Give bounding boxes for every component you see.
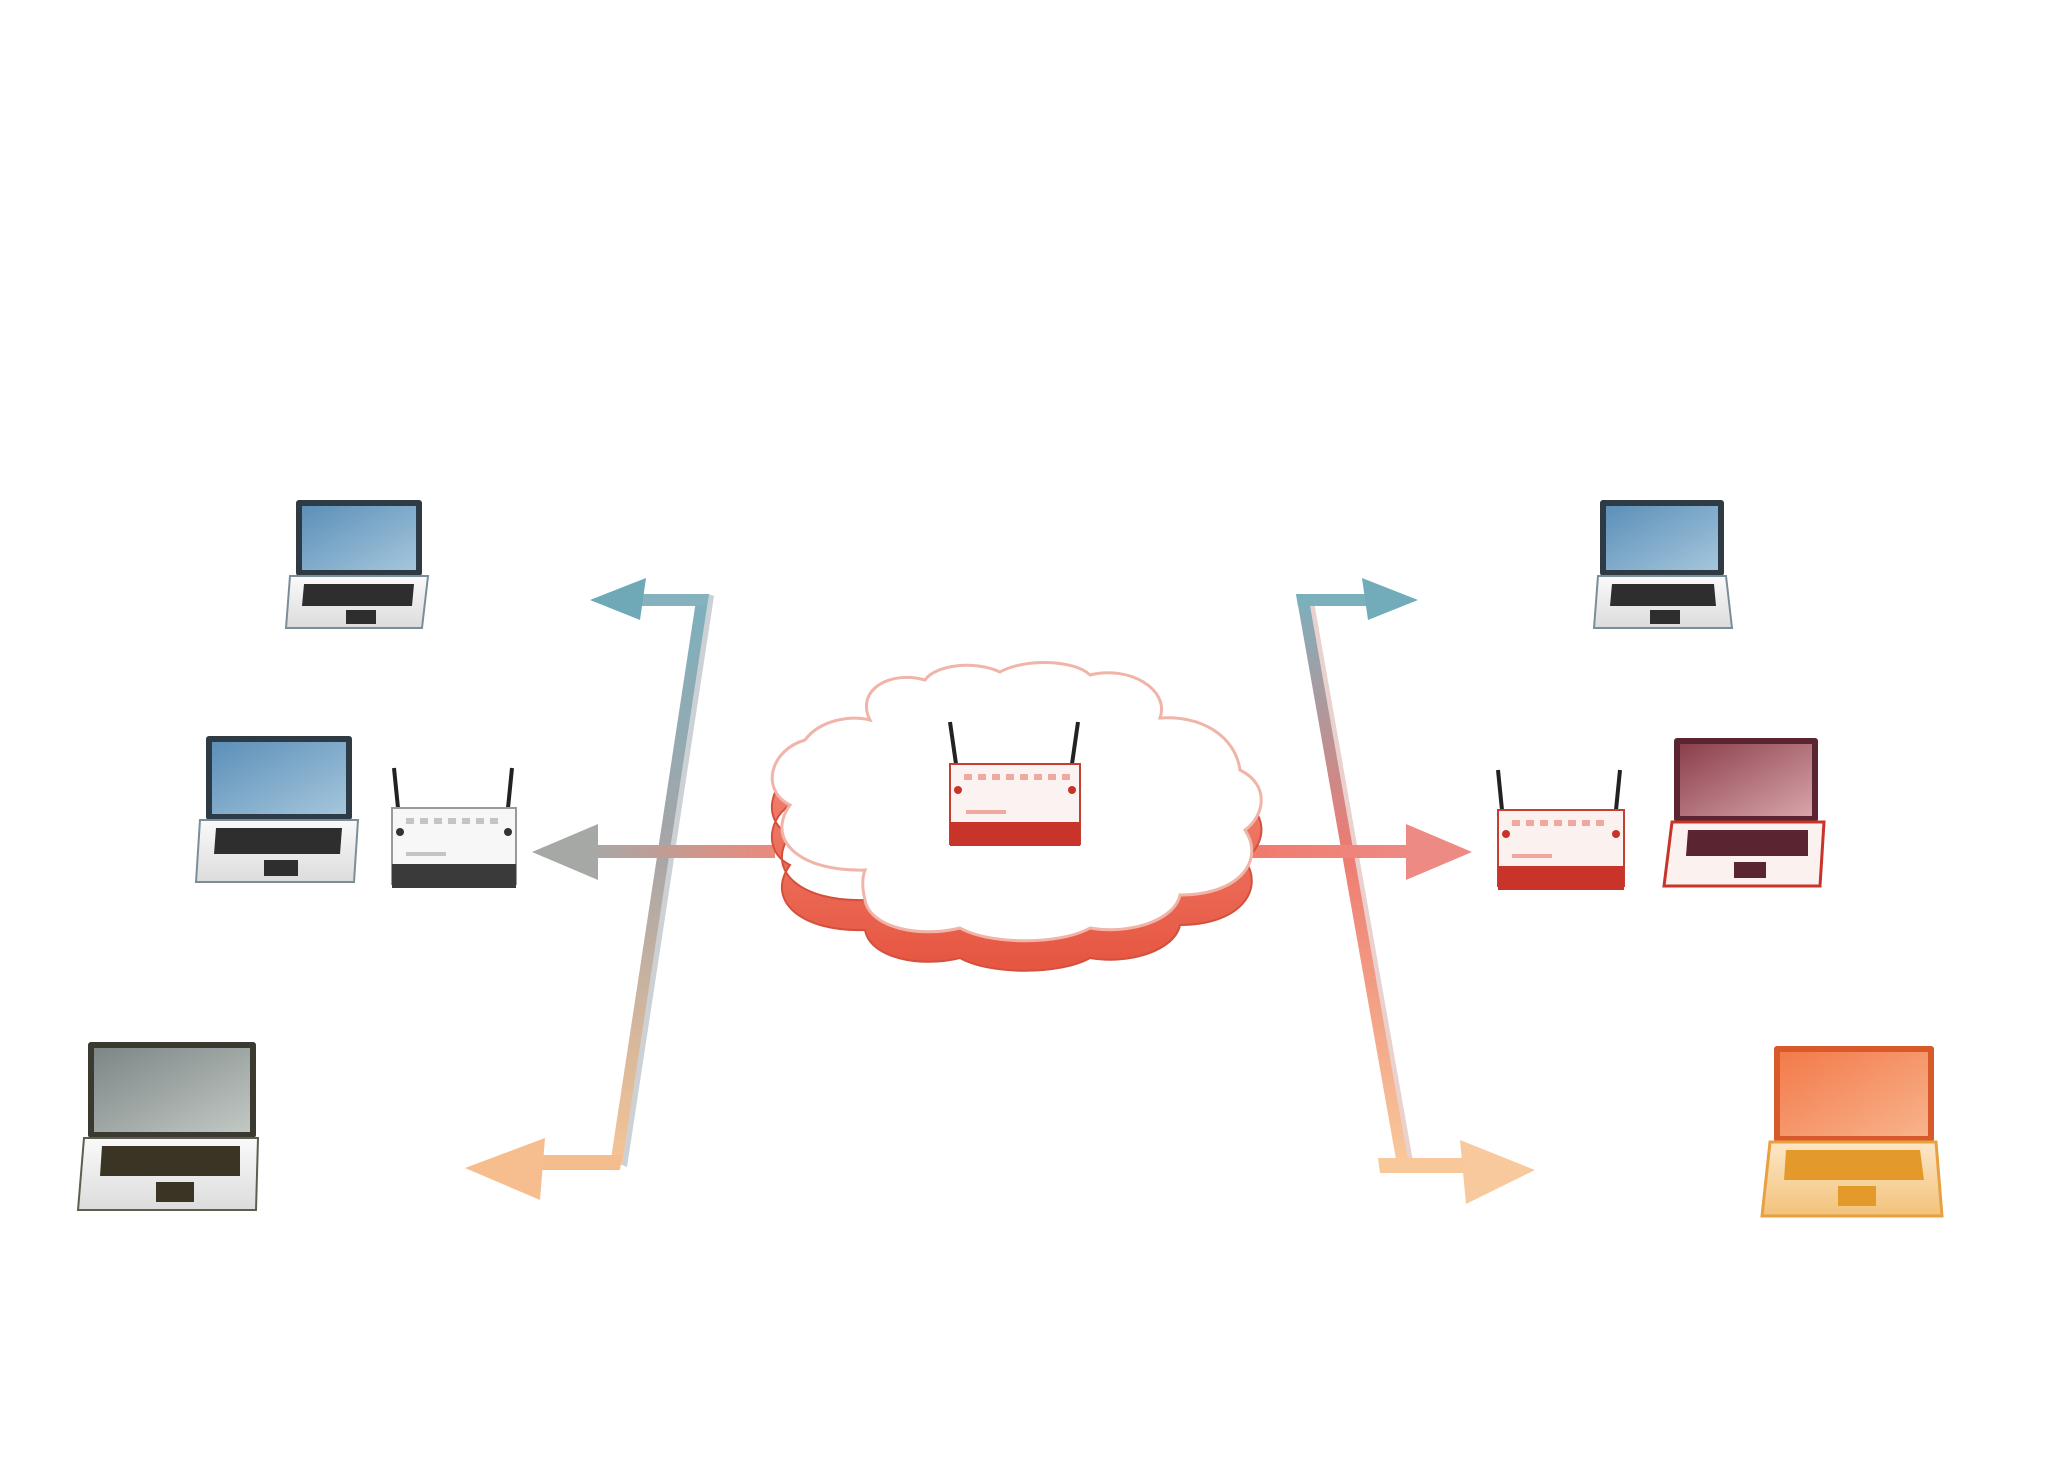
right-arrow-system [1240, 578, 1535, 1204]
right-vertical-connector-side [1308, 594, 1414, 1167]
laptop-left-top-icon [284, 500, 430, 629]
left-vertical-connector [610, 594, 709, 1165]
right-middle-arrow-shaft [1240, 845, 1412, 858]
left-router-icon [391, 767, 517, 888]
left-arrow-system [465, 578, 775, 1200]
right-router-icon [1496, 769, 1625, 890]
right-vertical-connector [1296, 594, 1409, 1165]
central-router-icon [948, 721, 1081, 846]
laptop-right-middle-icon [1662, 738, 1826, 888]
right-top-arrow-shaft [1296, 594, 1368, 606]
left-bottom-arrow-shaft [540, 1155, 622, 1170]
right-bottom-arrow-shaft [1378, 1158, 1470, 1173]
left-vertical-connector-side [622, 594, 714, 1167]
left-top-arrow-head [590, 578, 646, 620]
right-middle-arrow-head [1406, 824, 1472, 880]
laptop-left-bottom-icon [76, 1042, 260, 1211]
right-bottom-arrow-head [1460, 1140, 1535, 1204]
left-bottom-arrow-head [465, 1138, 545, 1200]
laptop-right-top-icon [1592, 500, 1734, 629]
left-middle-arrow-shaft [590, 845, 775, 858]
left-middle-arrow-head [532, 824, 598, 880]
left-top-arrow-shaft [640, 594, 709, 606]
laptop-right-bottom-icon [1760, 1046, 1944, 1218]
right-top-arrow-head [1362, 578, 1418, 620]
laptop-left-middle-icon [194, 736, 360, 883]
